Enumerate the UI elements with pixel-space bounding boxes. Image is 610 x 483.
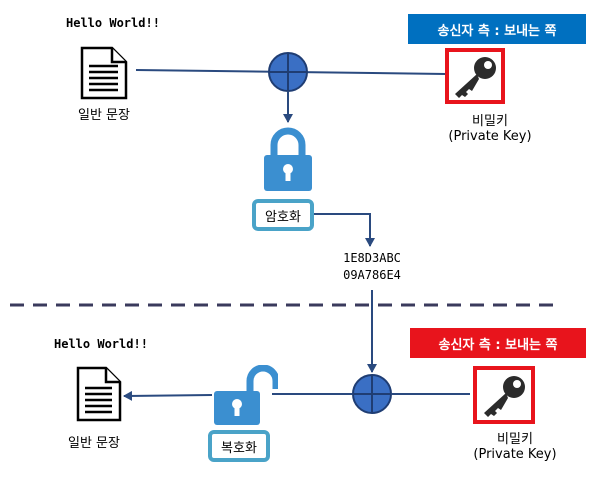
key-icon <box>484 376 525 417</box>
xor-icon <box>352 374 392 414</box>
top-document-label: 일반 문장 <box>78 108 130 123</box>
document-icon <box>76 366 122 422</box>
document-icon <box>80 46 128 100</box>
top-key-label: 비밀키 (Private Key) <box>448 114 532 144</box>
ciphertext: 1E8D3ABC 09A786E4 <box>343 251 401 282</box>
bottom-key-frame <box>473 366 535 424</box>
bottom-document-label: 일반 문장 <box>68 436 120 451</box>
bottom-plaintext-message: Hello World!! <box>54 337 148 351</box>
lock-open-icon <box>214 365 278 425</box>
encrypt-to-cipher-arrow <box>313 213 375 247</box>
encrypt-operation-box: 암호화 <box>252 199 314 231</box>
top-plaintext-message: Hello World!! <box>66 16 160 30</box>
bottom-lock-to-doc-arrow <box>123 390 213 401</box>
lock-closed-icon <box>264 127 312 191</box>
bottom-key-label: 비밀키 (Private Key) <box>473 432 557 462</box>
top-sender-banner: 송신자 측 : 보내는 쪽 <box>408 14 586 44</box>
bottom-sender-banner: 송신자 측 : 보내는 쪽 <box>410 328 586 358</box>
top-key-frame <box>445 48 505 104</box>
decrypt-operation-box: 복호화 <box>208 430 270 462</box>
key-icon <box>455 57 496 98</box>
xor-icon <box>268 52 308 92</box>
